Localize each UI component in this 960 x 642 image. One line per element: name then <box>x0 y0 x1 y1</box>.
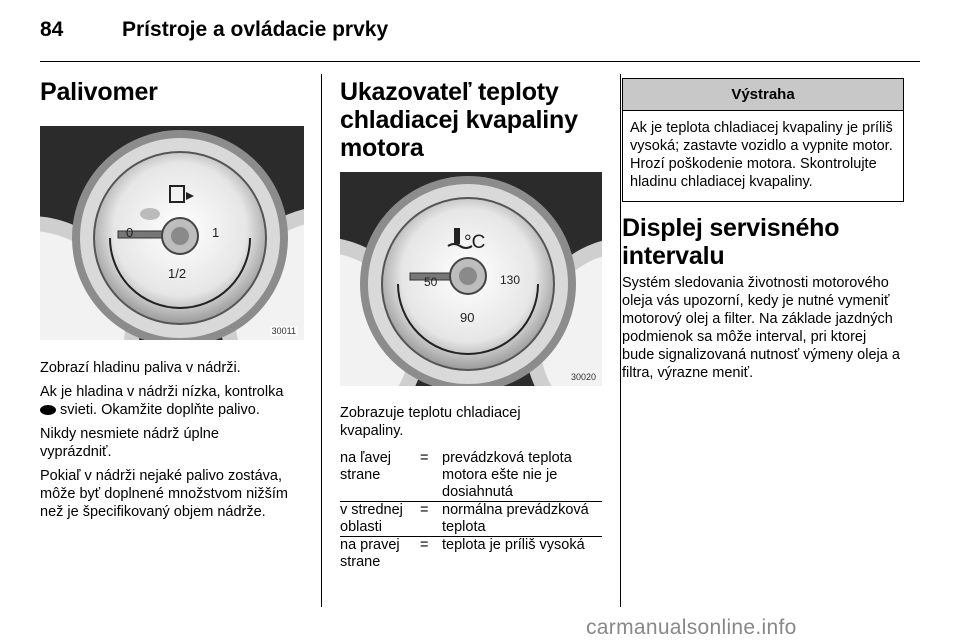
fuel-tick-0: 0 <box>126 225 133 240</box>
header-rule <box>40 61 920 62</box>
coolant-tick-130: 130 <box>500 273 520 287</box>
fuel-paragraph-1: Zobrazí hladinu paliva v nádrži. <box>40 360 241 376</box>
coolant-intro: Zobrazuje teplotu chladiacej kvapaliny. <box>340 405 521 439</box>
definition-equals: = <box>420 537 429 553</box>
service-heading: Displej servisného intervalu <box>622 214 840 270</box>
fuel-tick-half: 1/2 <box>168 266 186 281</box>
definition-desc: normálna prevádzková teplota <box>442 502 589 535</box>
fuel-gauge-illustration: 0 1 1/2 <box>40 126 304 340</box>
definition-term: na pravej strane <box>340 537 400 570</box>
table-row: v strednej oblasti = normálna prevádzkov… <box>340 502 602 537</box>
warning-box: Výstraha Ak je teplota chladiacej kvapal… <box>622 78 904 202</box>
definition-equals: = <box>420 502 429 518</box>
column-divider-2 <box>620 74 621 607</box>
fuel-paragraph-3: Nikdy nesmiete nádrž úplne vyprázdniť. <box>40 426 219 460</box>
coolant-gauge-illustration: °C 50 130 90 <box>340 172 602 386</box>
coolant-definition-table: na ľavej strane = prevádzková teplota mo… <box>340 450 602 571</box>
fuel-paragraph-4: Pokiaľ v nádrži nejaké palivo zostáva, m… <box>40 468 289 520</box>
fuel-paragraph-2: Ak je hladina v nádrži nízka, kontrolka s… <box>40 383 304 419</box>
definition-term: v strednej oblasti <box>340 502 403 535</box>
page-header: 84 Prístroje a ovládacie prvky <box>40 18 920 48</box>
coolant-unit-label: °C <box>464 232 485 253</box>
table-row: na ľavej strane = prevádzková teplota mo… <box>340 450 602 502</box>
right-column: Výstraha Ak je teplota chladiacej kvapal… <box>622 78 904 382</box>
fuel-gauge-figure: 0 1 1/2 30011 <box>40 126 304 340</box>
page-title: Prístroje a ovládacie prvky <box>122 18 389 41</box>
definition-term: na ľavej strane <box>340 450 391 483</box>
coolant-figure-code: 30020 <box>570 372 596 382</box>
warning-body: Ak je teplota chladiacej kvapaliny je pr… <box>630 120 893 190</box>
service-body: Systém sledovania životnosti motorového … <box>622 275 900 381</box>
page-number: 84 <box>40 18 64 41</box>
table-row: na pravej strane = teplota je príliš vys… <box>340 537 602 572</box>
coolant-tick-50: 50 <box>424 275 438 289</box>
fuel-warning-lamp-icon <box>40 405 56 416</box>
fuel-paragraph-2-start: Ak je hladina v nádrži nízka, kontrolka <box>40 384 284 400</box>
warning-title: Výstraha <box>623 79 903 111</box>
fuel-figure-code: 30011 <box>269 326 298 336</box>
definition-equals: = <box>420 450 429 466</box>
fuel-tick-1: 1 <box>212 225 219 240</box>
coolant-tick-90: 90 <box>460 310 474 325</box>
definition-desc: teplota je príliš vysoká <box>442 537 585 553</box>
definition-desc: prevádzková teplota motora ešte nie je d… <box>442 450 572 500</box>
coolant-gauge-figure: °C 50 130 90 30020 <box>340 172 602 386</box>
fuel-paragraph-2-end: svieti. Okamžite doplňte palivo. <box>60 402 260 418</box>
column-divider-1 <box>321 74 322 607</box>
watermark: carmanualsonline.info <box>586 616 797 639</box>
fuel-gauge-section: Palivomer 0 <box>40 78 304 521</box>
coolant-gauge-section: Ukazovateľ teploty chladiacej kvapaliny … <box>340 78 602 571</box>
fuel-heading: Palivomer <box>40 78 158 106</box>
coolant-heading: Ukazovateľ teploty chladiacej kvapaliny … <box>340 78 578 162</box>
